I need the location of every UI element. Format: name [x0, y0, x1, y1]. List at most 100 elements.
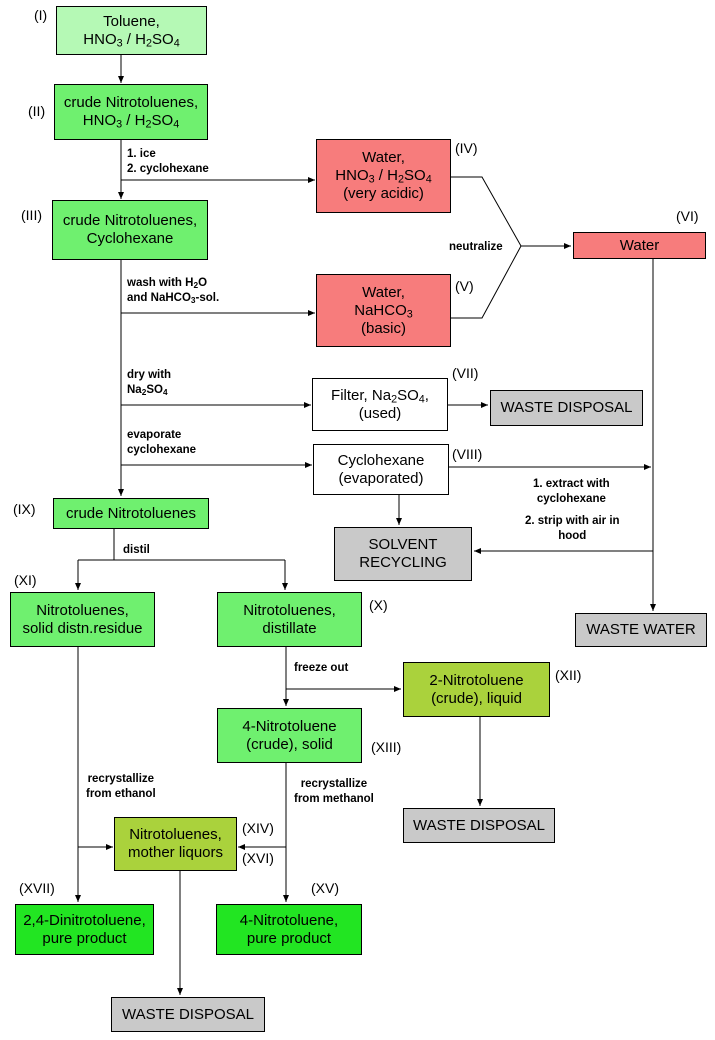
roman-XVI: (XVI): [242, 850, 274, 866]
roman-II: (II): [28, 103, 46, 119]
roman-XII: (XII): [555, 667, 582, 683]
box-text-line: (crude), solid: [246, 735, 333, 753]
box-4-nitrotoluene-crude: 4-Nitrotoluene(crude), solid: [217, 708, 362, 763]
box-text-line: crude Nitrotoluenes,: [63, 94, 199, 111]
roman-XV: (XV): [311, 880, 339, 896]
box-text-line: pure product: [42, 929, 127, 947]
box-text-line: (used): [358, 404, 402, 422]
box-text-line: Cyclohexane: [86, 230, 174, 247]
roman-III: (III): [21, 207, 42, 223]
box-text-line: Toluene,: [103, 12, 160, 30]
box-nitrotoluenes-distillate: Nitrotoluenes,distillate: [217, 592, 362, 647]
box-2-nitrotoluene: 2-Nitrotoluene(crude), liquid: [403, 662, 550, 717]
roman-VIII: (VIII): [452, 446, 483, 462]
box-text-line: 2-Nitrotoluene: [429, 671, 524, 689]
box-nitrotoluenes-residue: Nitrotoluenes,solid distn.residue: [10, 592, 155, 647]
box-text-line: mother liquors: [127, 844, 224, 861]
roman-XIV: (XIV): [242, 820, 274, 836]
box-text: WASTE DISPOSAL: [122, 1006, 254, 1024]
box-water-acidic: Water,HNO3 / H2SO4(very acidic): [316, 139, 451, 213]
box-waste-disposal-1: WASTE DISPOSAL: [490, 390, 643, 426]
roman-X: (X): [369, 597, 388, 613]
box-text: crude Nitrotoluenes: [66, 505, 196, 523]
box-text: Water,NaHCO3(basic): [354, 284, 413, 338]
label-line: 2. cyclohexane: [127, 163, 209, 175]
box-text: 4-Nitrotoluene,pure product: [240, 912, 338, 948]
roman-I: (I): [34, 7, 48, 23]
box-text-line: 4-Nitrotoluene: [242, 717, 337, 735]
box-text-line: solid distn.residue: [22, 619, 143, 637]
box-text: Filter, Na2SO4,(used): [331, 387, 429, 423]
box-cyclohexane-evaporated: Cyclohexane(evaporated): [313, 444, 449, 495]
box-crude-nitrotoluenes-acid: crude Nitrotoluenes,HNO3 / H2SO4: [54, 84, 208, 140]
roman-VII: (VII): [452, 365, 479, 381]
label-line: wash with H2O: [127, 277, 208, 291]
label-line: hood: [558, 530, 587, 542]
box-text-line: WASTE DISPOSAL: [500, 399, 633, 416]
box-text-line: Water,: [362, 283, 405, 301]
roman-XVII: (XVII): [19, 880, 55, 896]
box-mother-liquors: Nitrotoluenes,mother liquors: [114, 817, 237, 871]
roman-XIII: (XIII): [371, 739, 402, 755]
box-text: 2,4-Dinitrotoluene,pure product: [23, 912, 146, 948]
box-text-line: (very acidic): [343, 185, 424, 202]
label-line: cyclohexane: [536, 493, 606, 505]
box-text-line: NaHCO3: [354, 301, 413, 321]
box-text-line: WASTE DISPOSAL: [413, 816, 545, 834]
box-text-line: WASTE DISPOSAL: [122, 1005, 254, 1023]
box-text: WASTE DISPOSAL: [501, 399, 633, 417]
label-line: 1. ice: [127, 148, 156, 160]
roman-IX: (IX): [13, 501, 36, 517]
label-line: distil: [123, 544, 150, 556]
roman-XI: (XI): [14, 572, 37, 588]
box-text-line: Cyclohexane: [337, 451, 425, 469]
box-text-line: (evaporated): [338, 469, 424, 487]
box-text-line: Filter, Na2SO4,: [331, 386, 429, 406]
line-V-neutralize: [451, 245, 522, 319]
box-text-line: Water: [619, 236, 660, 254]
label-line: and NaHCO3-sol.: [127, 292, 220, 306]
box-text-line: Nitrotoluenes,: [36, 601, 129, 619]
box-text-line: HNO3 / H2SO4: [83, 30, 180, 50]
box-text: Toluene,HNO3 / H2SO4: [83, 13, 179, 49]
box-text-line: (crude), liquid: [431, 689, 522, 707]
box-text-line: crude Nitrotoluenes: [65, 504, 197, 522]
box-text-line: HNO3 / H2SO4: [82, 112, 180, 131]
box-4-nitrotoluene-pure: 4-Nitrotoluene,pure product: [216, 904, 362, 955]
label-evaporate: evaporate cyclohexane: [127, 428, 196, 458]
label-line: from ethanol: [86, 788, 156, 800]
box-text: Water,HNO3 / H2SO4(very acidic): [335, 149, 431, 203]
roman-V: (V): [455, 278, 474, 294]
box-text: Nitrotoluenes,solid distn.residue: [22, 602, 142, 638]
box-waste-water: WASTE WATER: [575, 613, 707, 647]
roman-IV: (IV): [455, 140, 478, 156]
label-line: cyclohexane: [127, 444, 197, 456]
box-text-line: Nitrotoluenes,: [243, 601, 336, 619]
line-IV-neutralize: [451, 176, 522, 247]
box-text-line: 2,4-Dinitrotoluene,: [23, 911, 146, 929]
box-text: crude Nitrotoluenes,HNO3 / H2SO4: [64, 94, 198, 130]
box-text-line: pure product: [246, 929, 332, 947]
box-waste-disposal-2: WASTE DISPOSAL: [403, 808, 555, 843]
box-text-line: Nitrotoluenes,: [129, 826, 222, 843]
box-dinitrotoluene-pure: 2,4-Dinitrotoluene,pure product: [15, 904, 154, 955]
label-line: dry with: [127, 369, 172, 381]
box-water-basic: Water,NaHCO3(basic): [316, 274, 451, 347]
label-line: evaporate: [127, 429, 182, 441]
label-neutralize: neutralize: [449, 240, 503, 255]
box-text-line: WASTE WATER: [586, 621, 696, 638]
roman-VI: (VI): [676, 208, 699, 224]
box-text: Cyclohexane(evaporated): [338, 452, 425, 488]
box-text: 2-Nitrotoluene(crude), liquid: [429, 672, 523, 708]
label-line: recrystallize: [300, 778, 368, 790]
box-waste-disposal-3: WASTE DISPOSAL: [111, 997, 265, 1032]
box-text-line: HNO3 / H2SO4: [335, 167, 432, 186]
label-line: freeze out: [294, 662, 349, 674]
